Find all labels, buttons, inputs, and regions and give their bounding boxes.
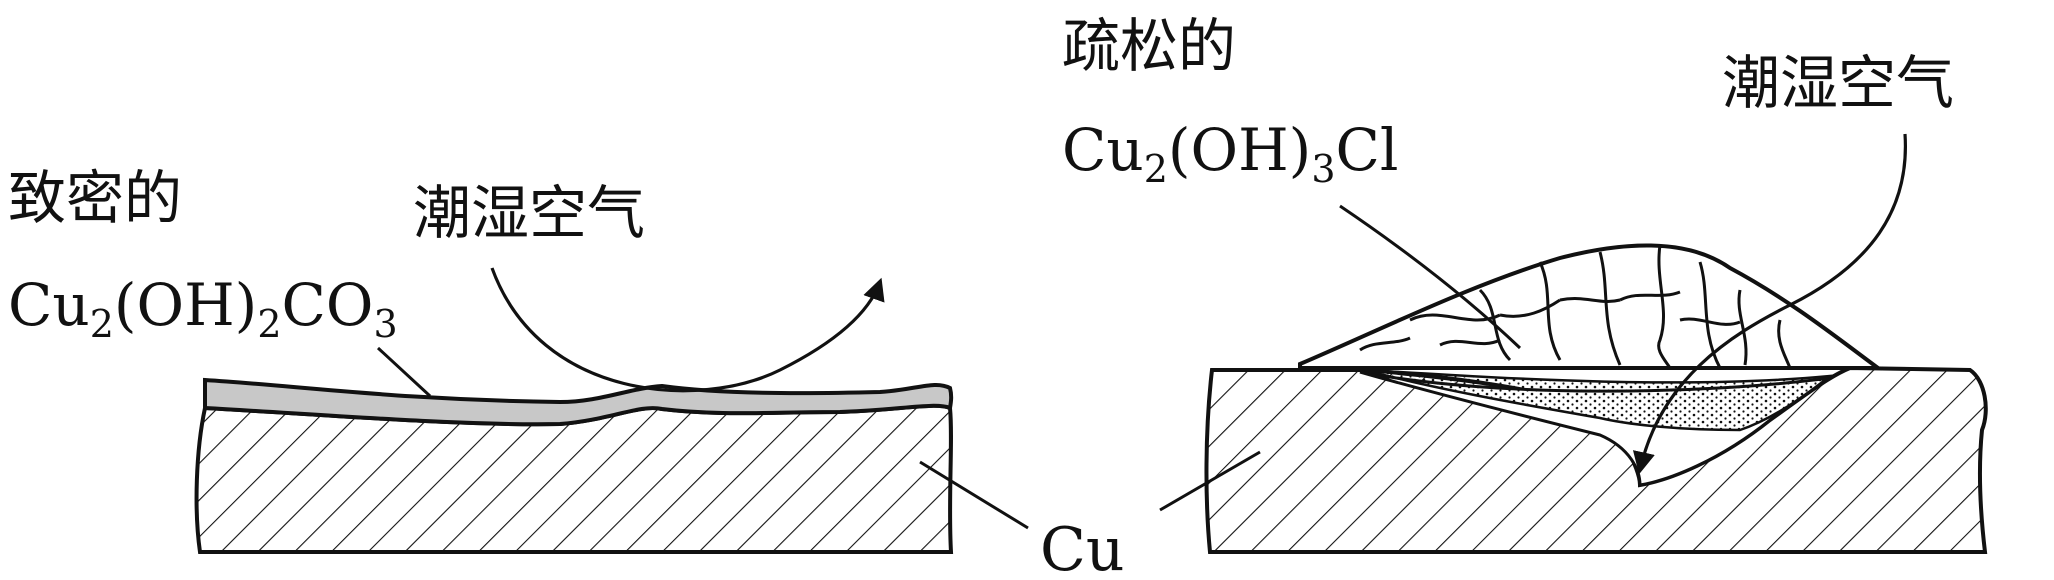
right-panel: 疏松的 Cu2(OH)3Cl 潮湿空气 bbox=[1062, 12, 1988, 554]
left-air-arrow bbox=[490, 267, 885, 393]
left-cu-leader bbox=[919, 460, 1029, 530]
right-mound-cracks bbox=[1359, 244, 1792, 369]
right-loose-mound bbox=[1298, 243, 1885, 370]
right-air-arrow bbox=[1632, 133, 1908, 475]
right-porous-layer bbox=[1364, 368, 1835, 432]
right-layer-formula: Cu2(OH)3Cl bbox=[1062, 116, 1398, 191]
metal-label: Cu bbox=[1040, 515, 1125, 580]
right-formula-leader bbox=[1339, 204, 1522, 350]
left-layer-adjective: 致密的 bbox=[8, 164, 182, 232]
left-formula-leader bbox=[376, 346, 432, 398]
right-air-label: 潮湿空气 bbox=[1722, 49, 1954, 117]
left-layer-formula: Cu2(OH)2CO3 bbox=[8, 271, 398, 346]
right-cu-leader bbox=[1159, 450, 1261, 512]
left-copper-block bbox=[194, 403, 954, 554]
left-dense-coating bbox=[203, 377, 954, 427]
right-layer-adjective: 疏松的 bbox=[1062, 12, 1236, 80]
left-air-label: 潮湿空气 bbox=[413, 179, 645, 247]
left-panel: 致密的 Cu2(OH)2CO3 潮湿空气 bbox=[8, 164, 1029, 554]
